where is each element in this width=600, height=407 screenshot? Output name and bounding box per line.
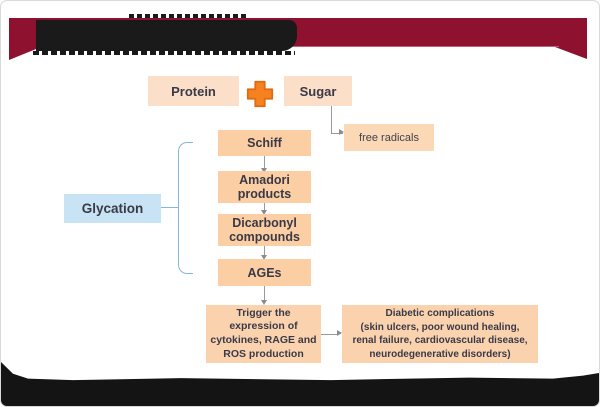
arrowhead-trigger xyxy=(261,300,267,305)
sugar-label: Sugar xyxy=(299,83,337,99)
diabetic-complications-box: Diabetic complications (skin ulcers, poo… xyxy=(342,305,538,363)
sugar-box: Sugar xyxy=(284,76,352,106)
protein-label: Protein xyxy=(171,83,216,99)
glycation-brace-top xyxy=(178,142,193,209)
arrowhead-amadori xyxy=(261,168,267,173)
protein-box: Protein xyxy=(148,76,239,106)
ages-box: AGEs xyxy=(218,259,311,286)
glycation-label: Glycation xyxy=(81,201,144,216)
ages-label: AGEs xyxy=(247,265,282,280)
connector-dicarbonyl-ages xyxy=(264,246,265,255)
glycation-brace-tick xyxy=(161,207,178,208)
glycation-box: Glycation xyxy=(64,194,161,223)
arrowhead-complications xyxy=(337,330,342,336)
schiff-label: Schiff xyxy=(247,136,282,150)
diabetic-complications-label: Diabetic complications (skin ulcers, poo… xyxy=(352,308,528,360)
redacted-text-remnant-bottom xyxy=(33,51,295,55)
dicarbonyl-compounds-box: Dicarbonyl compounds xyxy=(218,214,311,246)
header-ribbon-fold-right xyxy=(555,47,587,59)
free-radicals-box: free radicals xyxy=(344,124,434,151)
trigger-expression-box: Trigger the expression of cytokines, RAG… xyxy=(206,305,321,363)
amadori-products-label: Amadori products xyxy=(237,172,292,201)
connector-schiff-amadori xyxy=(264,156,265,168)
free-radicals-label: free radicals xyxy=(359,131,419,144)
connector-ages-trigger xyxy=(264,286,265,300)
connector-trigger-complications xyxy=(321,334,338,335)
plus-icon xyxy=(245,79,275,109)
arrowhead-dicarbonyl xyxy=(261,210,267,215)
schiff-box: Schiff xyxy=(218,130,311,156)
redacted-header-title xyxy=(36,20,297,51)
arrowhead-free-radicals xyxy=(339,129,344,135)
dicarbonyl-compounds-label: Dicarbonyl compounds xyxy=(229,215,300,244)
glycation-brace-bottom xyxy=(178,208,193,274)
redacted-caption-bar xyxy=(1,361,599,406)
arrowhead-ages xyxy=(261,255,267,260)
trigger-expression-label: Trigger the expression of cytokines, RAG… xyxy=(210,306,317,360)
connector-amadori-dicarbonyl xyxy=(264,203,265,210)
amadori-products-box: Amadori products xyxy=(218,171,311,203)
sugar-to-free-radicals-connector xyxy=(331,106,343,134)
redacted-text-remnant-top xyxy=(129,14,247,18)
